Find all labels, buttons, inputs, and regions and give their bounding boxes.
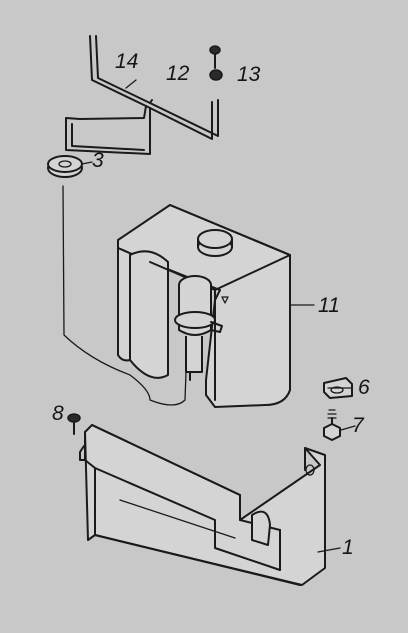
screw-part-8: [67, 413, 81, 435]
leader-lines: [81, 79, 356, 553]
callout-11: 11: [318, 294, 340, 317]
callout-3: 3: [92, 149, 104, 172]
bolt-part-7: [323, 409, 341, 441]
mounting-bracket-part-1: [79, 424, 326, 586]
callout-7: 7: [352, 414, 365, 437]
reservoir-tank-part-11: [117, 204, 291, 408]
callout-1: 1: [342, 536, 354, 559]
callout-6: 6: [358, 376, 370, 399]
callout-12: 12: [166, 62, 190, 85]
screw-part-12: [209, 45, 221, 69]
hose-line: [62, 185, 187, 406]
callout-8: 8: [52, 402, 64, 425]
callout-14: 14: [115, 50, 138, 73]
washer-part-3: [47, 155, 83, 178]
wire-bracket-part-14: [65, 35, 219, 155]
callout-13: 13: [237, 63, 261, 86]
nut-part-13: [209, 69, 223, 81]
